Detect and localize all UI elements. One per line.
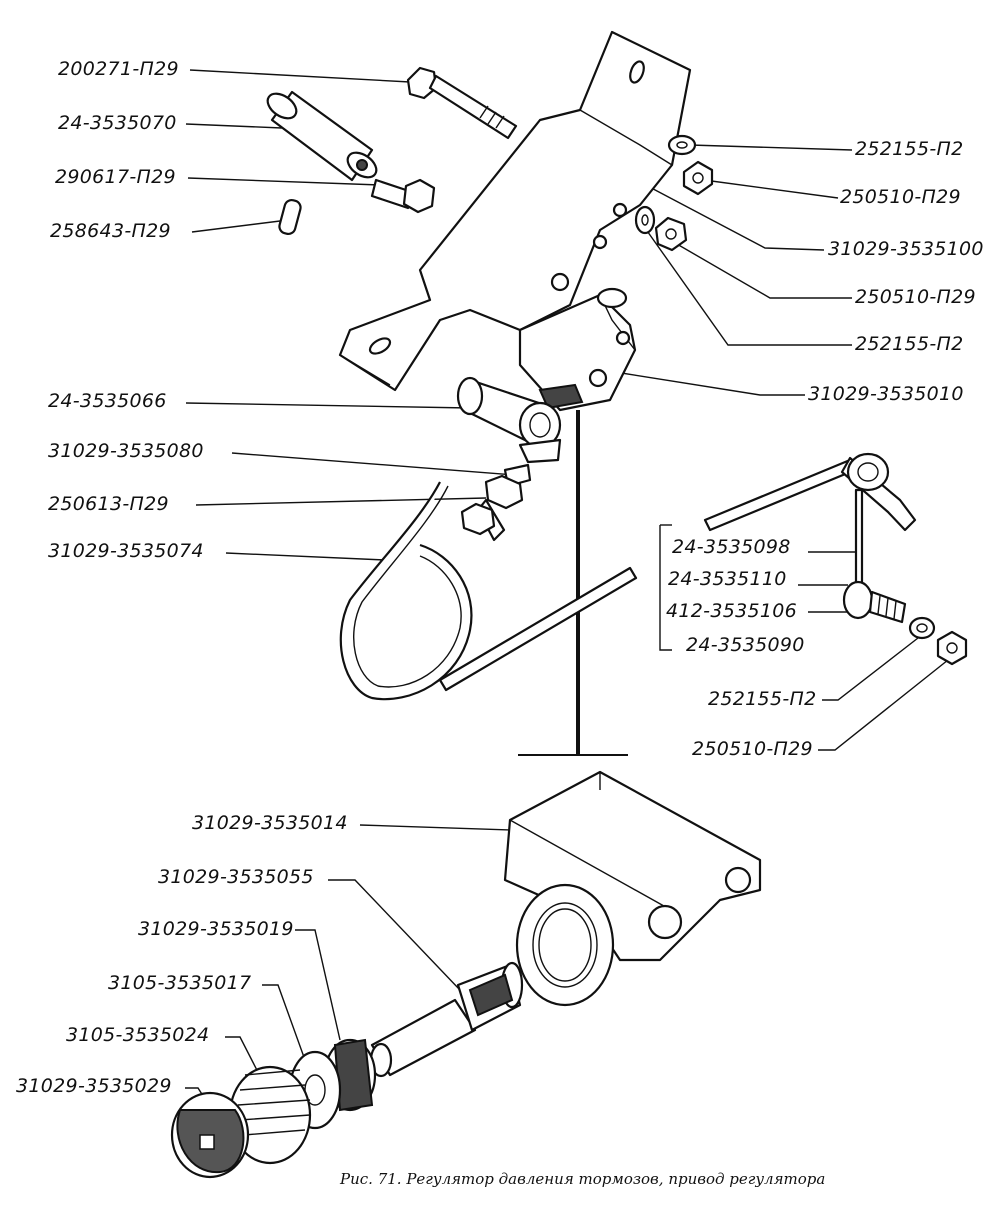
- leader-lines: [185, 69, 949, 1111]
- housing-part: [503, 770, 762, 1007]
- label-31029-3535010: 31029-3535010: [808, 383, 964, 405]
- label-200271-p29: 200271-П29: [58, 58, 179, 80]
- bracket-part: [338, 30, 692, 392]
- figure-caption: Рис. 71. Регулятор давления тормозов, пр…: [340, 1170, 826, 1188]
- label-252155-p2-mid: 252155-П2: [855, 333, 964, 355]
- linkage-part: [703, 452, 968, 666]
- label-250510-p29-low: 250510-П29: [692, 738, 813, 760]
- bushing-part: [456, 376, 562, 464]
- label-250613-p29: 250613-П29: [48, 493, 169, 515]
- piston-part: [369, 961, 524, 1078]
- label-24-3535066: 24-3535066: [48, 390, 167, 412]
- sleeve-part: [266, 90, 378, 182]
- label-252155-p2-low: 252155-П2: [708, 688, 817, 710]
- bolt-part: [406, 66, 518, 140]
- label-24-3535098: 24-3535098: [672, 536, 791, 558]
- pin-part: [278, 198, 302, 236]
- label-250510-p29-mid: 250510-П29: [855, 286, 976, 308]
- label-250510-p29-top: 250510-П29: [840, 186, 961, 208]
- label-31029-3535055: 31029-3535055: [158, 866, 314, 888]
- label-31029-3535074: 31029-3535074: [48, 540, 204, 562]
- label-258643-p29: 258643-П29: [50, 220, 171, 242]
- label-31029-3535080: 31029-3535080: [48, 440, 204, 462]
- washers-nuts-top: [634, 134, 714, 252]
- small-bolt-part: [370, 178, 436, 214]
- label-24-3535090: 24-3535090: [686, 634, 805, 656]
- vertical-rod: [518, 410, 628, 756]
- label-24-3535070: 24-3535070: [58, 112, 177, 134]
- label-3105-3535024: 3105-3535024: [66, 1024, 210, 1046]
- fitting-part: [460, 463, 532, 542]
- regulator-part: [518, 287, 637, 412]
- label-31029-3535019: 31029-3535019: [138, 918, 294, 940]
- label-252155-p2-top: 252155-П2: [855, 138, 964, 160]
- label-31029-3535100: 31029-3535100: [828, 238, 984, 260]
- label-290617-p29: 290617-П29: [55, 166, 176, 188]
- seal-stack-part: [170, 1038, 377, 1179]
- brake-pipe-part: [339, 481, 638, 701]
- label-31029-3535014: 31029-3535014: [192, 812, 348, 834]
- label-3105-3535017: 3105-3535017: [108, 972, 252, 994]
- label-412-3535106: 412-3535106: [666, 600, 798, 622]
- label-31029-3535029: 31029-3535029: [16, 1075, 172, 1097]
- label-24-3535110: 24-3535110: [668, 568, 787, 590]
